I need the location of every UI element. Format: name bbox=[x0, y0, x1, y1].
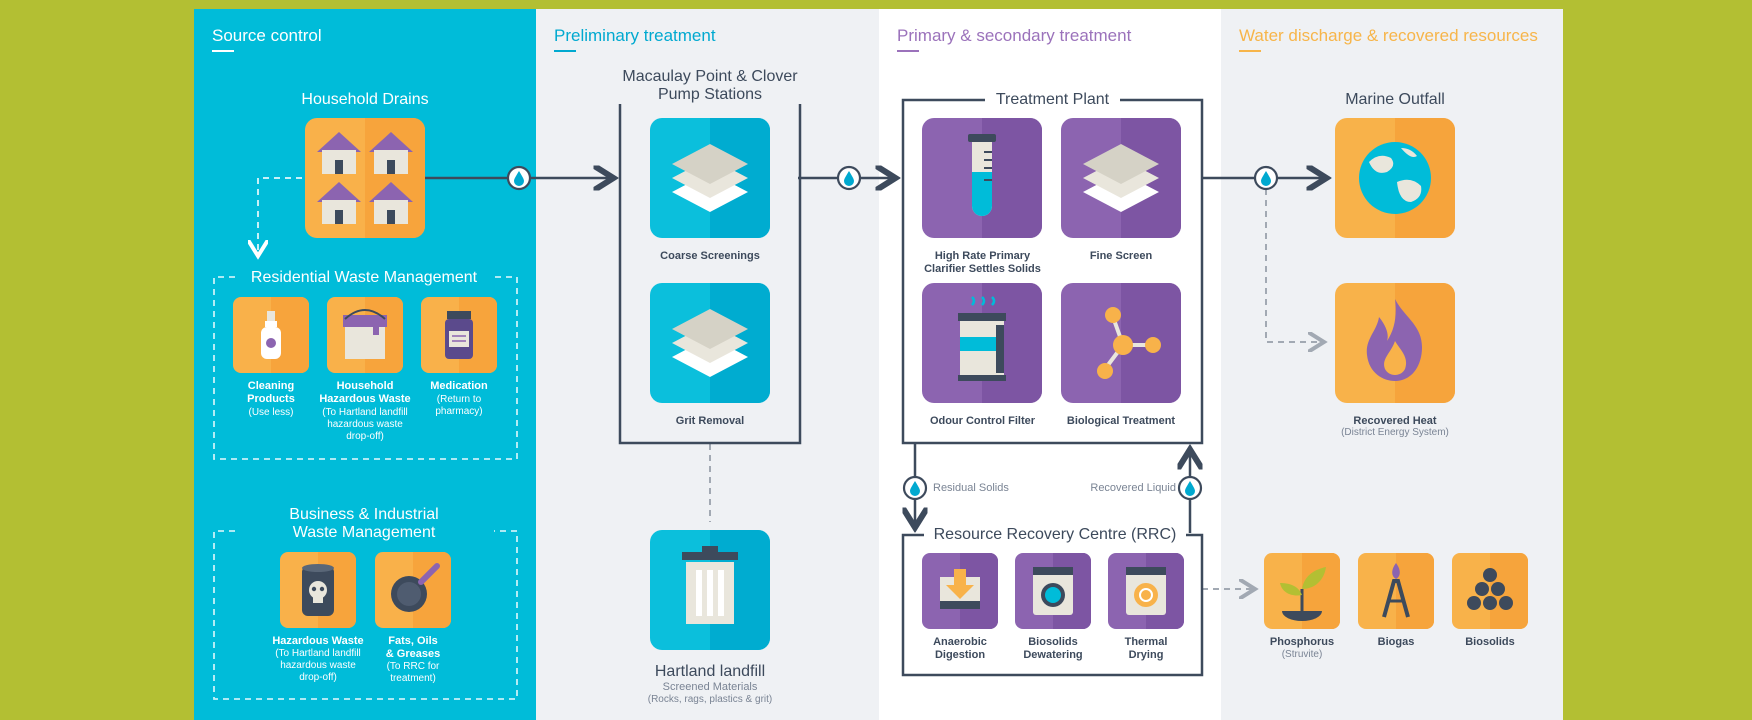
household-hazardous-note: (To Hartland landfill hazardous waste dr… bbox=[322, 407, 408, 442]
marine-outfall-tile bbox=[1335, 118, 1455, 238]
frying-pan-icon bbox=[391, 563, 440, 612]
coarse-screenings-label: Coarse Screenings bbox=[660, 250, 760, 262]
hartland-landfill-sub: Screened Materials bbox=[662, 681, 758, 693]
section-title-primary: Primary & secondary treatment bbox=[897, 26, 1132, 52]
biosolids-tile bbox=[1452, 553, 1528, 629]
phosphorus-tile bbox=[1264, 553, 1340, 629]
fats-oils-tile bbox=[375, 552, 451, 628]
digestion-tray-icon bbox=[940, 569, 980, 609]
globe-icon bbox=[1359, 142, 1431, 214]
hartland-landfill-title: Hartland landfill bbox=[654, 663, 766, 680]
skull-barrel-icon bbox=[302, 564, 334, 616]
odour-control-label: Odour Control Filter bbox=[929, 415, 1036, 427]
business-waste-title: Business & Industrial Waste Management bbox=[289, 506, 439, 541]
hazardous-waste-note: (To Hartland landfill hazardous waste dr… bbox=[275, 648, 361, 683]
fats-oils-label: Fats, Oils & Greases bbox=[385, 635, 441, 660]
gas-rig-icon bbox=[1382, 563, 1410, 618]
spray-bottle-icon bbox=[261, 311, 281, 359]
anaerobic-digestion-label: Anaerobic Digestion bbox=[933, 636, 987, 661]
marine-outfall-title: Marine Outfall bbox=[1345, 91, 1445, 108]
hartland-landfill-note: (Rocks, rags, plastics & grit) bbox=[647, 694, 773, 705]
sprout-icon bbox=[1280, 567, 1326, 621]
biosolids-dewatering-tile bbox=[1015, 553, 1091, 629]
medication-tile bbox=[421, 297, 497, 373]
phosphorus-label: Phosphorus bbox=[1269, 636, 1335, 648]
hartland-landfill-tile bbox=[650, 530, 770, 650]
recovered-liquid-label: Recovered Liquid bbox=[1090, 482, 1176, 494]
section-title-preliminary: Preliminary treatment bbox=[554, 26, 716, 52]
fine-screen-tile bbox=[1061, 118, 1181, 238]
treatment-plant-title: Treatment Plant bbox=[985, 91, 1120, 109]
houses-icon bbox=[317, 132, 413, 224]
odour-control-tile bbox=[922, 283, 1042, 403]
recovered-heat-tile bbox=[1335, 283, 1455, 403]
cleaning-products-label: Cleaning Products bbox=[247, 380, 295, 405]
paint-can-icon bbox=[343, 309, 387, 359]
medication-label: Medication bbox=[430, 380, 488, 392]
washing-machine-icon bbox=[1033, 567, 1073, 615]
test-tube-icon bbox=[968, 134, 996, 216]
grit-removal-tile bbox=[650, 283, 770, 403]
thermal-drying-label: Thermal Drying bbox=[1124, 636, 1168, 661]
droplet-marker bbox=[506, 165, 1279, 501]
grit-removal-label: Grit Removal bbox=[675, 415, 745, 427]
residential-waste-title: Residential Waste Management bbox=[250, 269, 478, 286]
layers-icon bbox=[1083, 144, 1159, 212]
fine-screen-label: Fine Screen bbox=[1089, 250, 1153, 262]
section-title-source: Source control bbox=[212, 26, 322, 52]
rrc-title: Resource Recovery Centre (RRC) bbox=[924, 526, 1186, 544]
pump-stations-title: Macaulay Point & Clover Pump Stations bbox=[600, 68, 820, 104]
biogas-label: Biogas bbox=[1377, 636, 1415, 648]
biological-treatment-label: Biological Treatment bbox=[1066, 415, 1176, 427]
biological-treatment-tile bbox=[1061, 283, 1181, 403]
layers-icon bbox=[672, 144, 748, 212]
medication-note: (Return to pharmacy) bbox=[435, 394, 483, 417]
pill-bottle-icon bbox=[445, 311, 473, 359]
recovered-heat-label: Recovered Heat bbox=[1353, 415, 1437, 427]
clarifier-tile bbox=[922, 118, 1042, 238]
recovered-heat-note: (District Energy System) bbox=[1341, 427, 1449, 438]
hazardous-waste-tile bbox=[280, 552, 356, 628]
biosolids-dewatering-label: Biosolids Dewatering bbox=[1023, 636, 1083, 661]
pellets-icon bbox=[1467, 568, 1513, 610]
biogas-tile bbox=[1358, 553, 1434, 629]
household-hazardous-label: Household Hazardous Waste bbox=[319, 380, 411, 405]
thermal-drying-tile bbox=[1108, 553, 1184, 629]
trash-can-icon bbox=[682, 546, 738, 624]
coarse-screenings-tile bbox=[650, 118, 770, 238]
residual-solids-label: Residual Solids bbox=[933, 482, 1009, 494]
flame-icon bbox=[1366, 299, 1423, 381]
household-drains-title: Household Drains bbox=[301, 91, 429, 108]
dryer-icon bbox=[1126, 567, 1166, 615]
hazardous-waste-label: Hazardous Waste bbox=[272, 635, 364, 647]
section-title-discharge: Water discharge & recovered resources bbox=[1239, 26, 1538, 52]
biosolids-label: Biosolids bbox=[1465, 636, 1515, 648]
cleaning-products-tile bbox=[233, 297, 309, 373]
household-drains-tile bbox=[305, 118, 425, 238]
clarifier-label: High Rate Primary Clarifier Settles Soli… bbox=[924, 250, 1041, 275]
molecule-icon bbox=[1097, 307, 1161, 379]
cleaning-products-note: (Use less) bbox=[248, 407, 294, 418]
layers-icon bbox=[672, 309, 748, 377]
filter-icon bbox=[958, 296, 1006, 381]
phosphorus-note: (Struvite) bbox=[1281, 649, 1323, 660]
household-hazardous-waste-tile bbox=[327, 297, 403, 373]
anaerobic-digestion-tile bbox=[922, 553, 998, 629]
fats-oils-note: (To RRC for treatment) bbox=[386, 661, 440, 684]
